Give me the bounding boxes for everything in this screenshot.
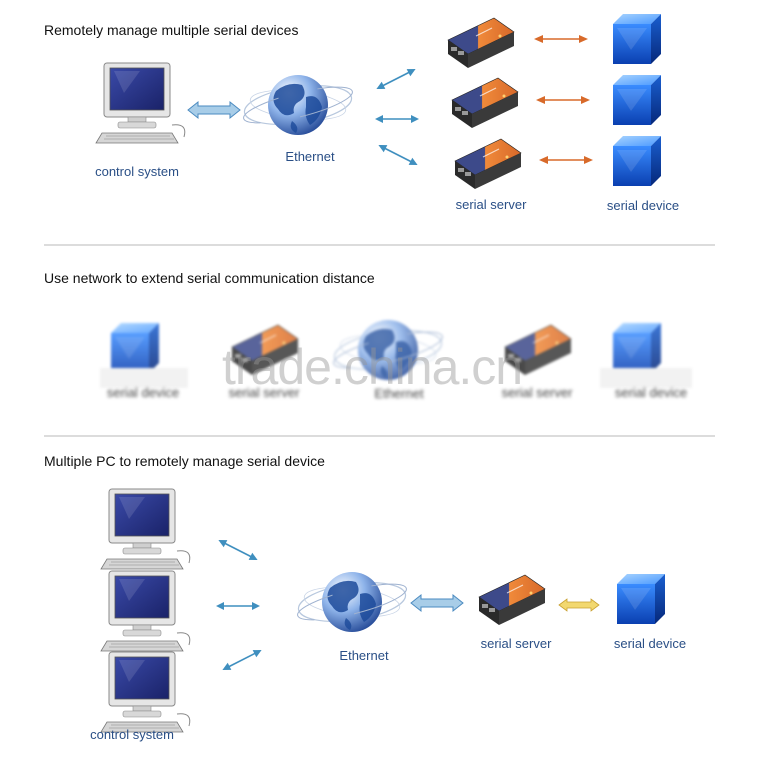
- section3-serial-device-label: serial device: [613, 636, 687, 651]
- section2-serial-server-right-label: serial server: [501, 385, 573, 400]
- serial-device-left-glow: [100, 368, 188, 388]
- arrow-server-device-1-icon: [533, 34, 589, 44]
- control-system-pc-2-icon: [100, 570, 191, 652]
- serial-device-1-icon: [613, 14, 661, 64]
- section3-ethernet-label: Ethernet: [339, 648, 389, 663]
- arrow-ethernet-server-3-icon: [375, 140, 421, 170]
- link-server-device-arrow-icon: [558, 598, 600, 612]
- section1-serial-device-label: serial device: [606, 198, 680, 213]
- serial-server-3-icon: [454, 138, 522, 190]
- serial-server-2-icon: [451, 77, 519, 129]
- arrow-server-device-2-icon: [535, 95, 591, 105]
- arrow-server-device-3-icon: [538, 155, 594, 165]
- serial-server-bottom-icon: [478, 574, 546, 626]
- section2-icons: [100, 319, 692, 388]
- section2-serial-device-right-label: serial device: [614, 385, 688, 400]
- arrow-ethernet-server-2-icon: [374, 114, 420, 124]
- link-ethernet-server-arrow-icon: [410, 594, 464, 612]
- section1-heading: Remotely manage multiple serial devices: [44, 22, 299, 38]
- control-system-pc-icon: [95, 62, 186, 144]
- serial-device-bottom-icon: [617, 574, 665, 624]
- section1-ethernet-label: Ethernet: [285, 149, 335, 164]
- section-divider-1: [44, 244, 715, 246]
- section1-control-system-label: control system: [95, 164, 179, 179]
- section3-control-system-label: control system: [90, 727, 174, 742]
- serial-server-1-icon: [447, 17, 515, 69]
- section-divider-2: [44, 435, 715, 437]
- control-system-pc-3-icon: [100, 651, 191, 733]
- arrow-pc3-ethernet-icon: [219, 645, 265, 675]
- watermark: trade.china.cn: [222, 339, 523, 395]
- arrow-pc1-ethernet-icon: [215, 535, 261, 565]
- arrow-ethernet-server-1-icon: [373, 64, 419, 94]
- section1-serial-server-label: serial server: [455, 197, 527, 212]
- ethernet-globe-bottom-icon: [294, 571, 410, 633]
- section2-heading: Use network to extend serial communicati…: [44, 270, 375, 286]
- section2-serial-device-left-label: serial device: [106, 385, 180, 400]
- serial-device-3-icon: [613, 136, 661, 186]
- link-pc-ethernet-arrow-icon: [187, 101, 241, 119]
- serial-device-2-icon: [613, 75, 661, 125]
- section3-serial-server-label: serial server: [480, 636, 552, 651]
- serial-device-right-icon: [613, 323, 661, 373]
- section2-serial-server-left-label: serial server: [228, 385, 300, 400]
- ethernet-globe-icon: [240, 74, 356, 136]
- serial-device-left-icon: [111, 323, 159, 373]
- section2-ethernet-label: Ethernet: [374, 386, 424, 401]
- control-system-pc-1-icon: [100, 488, 191, 570]
- section3-heading: Multiple PC to remotely manage serial de…: [44, 453, 325, 469]
- serial-device-right-glow: [600, 368, 692, 388]
- arrow-pc2-ethernet-icon: [215, 601, 261, 611]
